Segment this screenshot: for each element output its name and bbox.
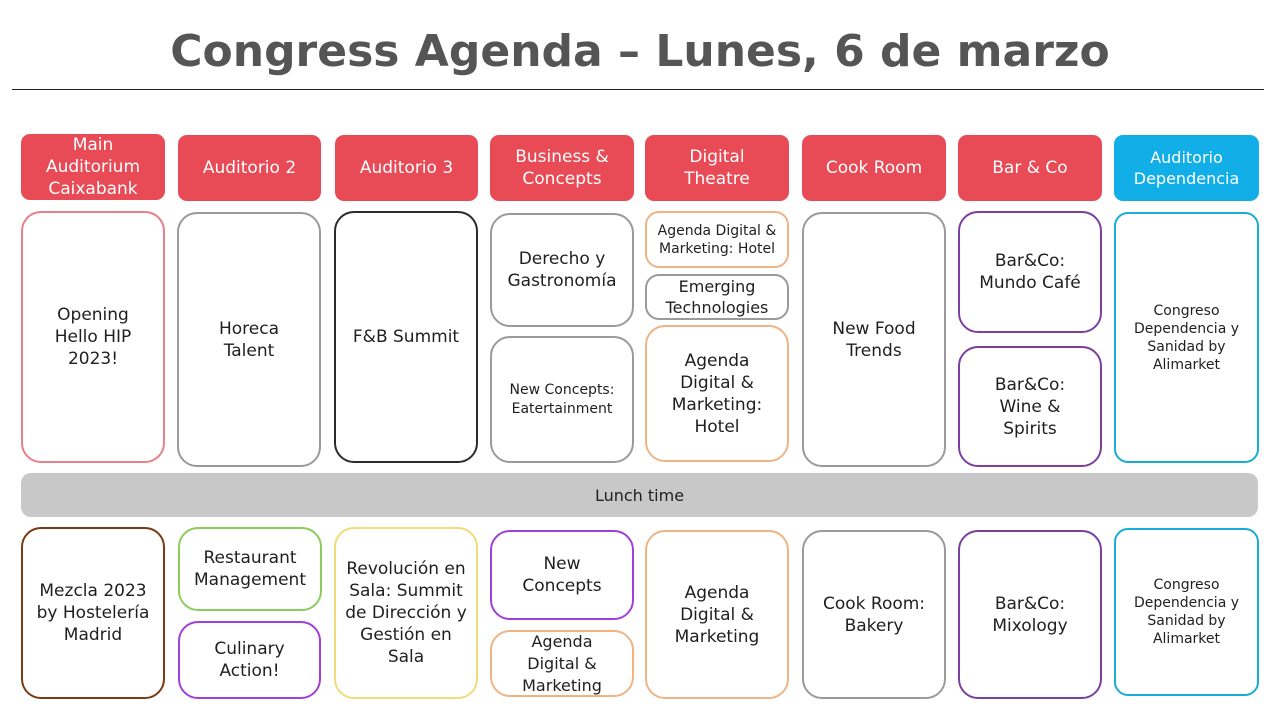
session-agenda-digital-hotel-1: Agenda Digital & Marketing: Hotel <box>645 211 789 268</box>
header-business-concepts: Business & Concepts <box>490 135 634 201</box>
session-agenda-digital-business: Agenda Digital & Marketing <box>490 630 634 697</box>
header-cook-room: Cook Room <box>802 135 946 201</box>
session-bar-mixology: Bar&Co: Mixology <box>958 530 1102 699</box>
session-horeca-talent: Horeca Talent <box>177 212 321 467</box>
session-derecho-gastronomia: Derecho y Gastronomía <box>490 213 634 327</box>
session-emerging-technologies: Emerging Technologies <box>645 274 789 320</box>
session-agenda-digital-hotel-2: Agenda Digital & Marketing: Hotel <box>645 325 789 462</box>
session-new-concepts-eatertainment: New Concepts: Eatertainment <box>490 336 634 463</box>
session-new-concepts: New Concepts <box>490 530 634 620</box>
session-culinary-action: Culinary Action! <box>178 621 321 699</box>
session-restaurant-management: Restaurant Management <box>178 527 322 611</box>
session-bar-wine-spirits: Bar&Co: Wine & Spirits <box>958 346 1102 467</box>
session-revolucion-en-sala: Revolución en Sala: Summit de Dirección … <box>334 527 478 699</box>
session-bar-mundo-cafe: Bar&Co: Mundo Café <box>958 211 1102 333</box>
header-bar-co: Bar & Co <box>958 135 1102 201</box>
session-mezcla-2023: Mezcla 2023 by Hostelería Madrid <box>21 527 165 699</box>
session-opening-hello-hip: Opening Hello HIP 2023! <box>21 211 165 463</box>
session-cook-room-bakery: Cook Room: Bakery <box>802 530 946 699</box>
header-auditorio-3: Auditorio 3 <box>335 135 478 201</box>
session-congreso-dependencia-afternoon: Congreso Dependencia y Sanidad by Alimar… <box>1114 528 1259 696</box>
header-auditorio-2: Auditorio 2 <box>178 135 321 201</box>
session-agenda-digital-marketing: Agenda Digital & Marketing <box>645 530 789 699</box>
session-fb-summit: F&B Summit <box>334 211 478 463</box>
lunch-break-bar: Lunch time <box>21 473 1258 517</box>
session-congreso-dependencia-morning: Congreso Dependencia y Sanidad by Alimar… <box>1114 212 1259 463</box>
page-title: Congress Agenda – Lunes, 6 de marzo <box>170 26 1110 77</box>
header-auditorio-dependencia: Auditorio Dependencia <box>1114 135 1259 201</box>
session-new-food-trends: New Food Trends <box>802 212 946 467</box>
header-digital-theatre: Digital Theatre <box>645 135 789 201</box>
title-divider <box>12 89 1264 90</box>
header-main-auditorium: Main Auditorium Caixabank <box>21 134 165 200</box>
